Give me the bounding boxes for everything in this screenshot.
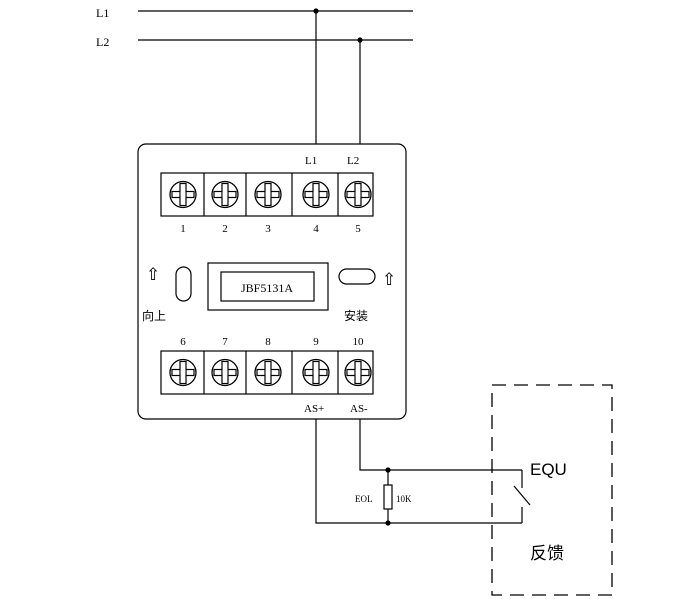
as-minus-wire <box>359 419 388 471</box>
terminal-number-1: 1 <box>180 223 186 235</box>
eol-resistor <box>383 484 393 510</box>
eol-label: EOL <box>355 494 373 504</box>
l1-label: L1 <box>96 6 109 20</box>
model-label: JBF5131A <box>241 281 293 295</box>
terminal-number-2: 2 <box>222 223 228 235</box>
terminal-screw-9 <box>302 358 330 387</box>
terminal-10-label: AS- <box>350 403 368 415</box>
terminal-9-label: AS+ <box>304 403 324 415</box>
terminal-number-4: 4 <box>313 223 319 235</box>
top-terminal-numbers: 1 2 3 4 5 <box>180 223 361 235</box>
l2-label: L2 <box>96 35 109 49</box>
bottom-terminal-numbers: 6 7 8 9 10 <box>180 336 364 348</box>
as-plus-wire <box>315 419 388 524</box>
terminal-screw-5 <box>344 180 372 209</box>
terminal-screw-8 <box>254 358 282 387</box>
terminal-screw-10 <box>344 358 372 387</box>
terminal-screw-2 <box>211 180 239 209</box>
terminal-number-3: 3 <box>265 223 271 235</box>
top-terminal-block <box>160 172 374 217</box>
terminal-number-5: 5 <box>355 223 361 235</box>
terminal-screw-4 <box>302 180 330 209</box>
terminal-screw-7 <box>211 358 239 387</box>
mount-slot-horizontal <box>338 268 376 285</box>
up-arrow-right-icon: ⇧ <box>382 270 396 289</box>
feedback-label: 反馈 <box>530 544 564 563</box>
terminal-number-6: 6 <box>180 336 186 348</box>
model-window-inner <box>220 271 315 302</box>
up-arrow-left-icon: ⇧ <box>146 265 160 284</box>
up-label: 向上 <box>142 308 166 323</box>
equipment-box <box>491 384 613 596</box>
terminal-screw-1 <box>169 180 197 209</box>
eol-value-label: 10K <box>396 494 412 504</box>
terminal-number-9: 9 <box>313 336 319 348</box>
bottom-terminal-block <box>160 350 374 395</box>
install-label: 安装 <box>344 308 368 323</box>
terminal-4-label: L1 <box>305 155 317 167</box>
feedback-switch-contact <box>513 485 531 506</box>
terminal-number-8: 8 <box>265 336 271 348</box>
terminal-5-label: L2 <box>347 155 359 167</box>
equ-label: EQU <box>530 460 567 479</box>
terminal-screw-3 <box>254 180 282 209</box>
terminal-number-10: 10 <box>353 336 365 348</box>
mount-slot-vertical <box>175 266 192 302</box>
terminal-screw-6 <box>169 358 197 387</box>
terminal-number-7: 7 <box>222 336 228 348</box>
